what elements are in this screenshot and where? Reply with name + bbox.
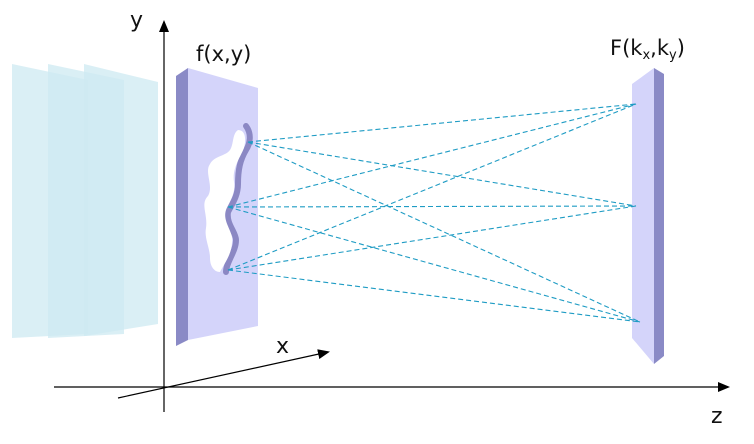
fourier-plane-side xyxy=(654,68,664,364)
ray-bundle xyxy=(227,103,641,323)
ray-line xyxy=(227,269,641,323)
fourier-label-sep: ,k xyxy=(650,36,669,60)
fourier-label-sub-x: x xyxy=(642,48,651,63)
fourier-label-prefix: F(k xyxy=(610,36,643,60)
aperture-edge xyxy=(223,123,253,275)
x-axis-line xyxy=(117,349,330,399)
ray-line xyxy=(227,205,637,271)
object-plane-label: f(x,y) xyxy=(196,42,252,66)
fourier-label-suffix: ) xyxy=(676,36,685,60)
fourier-plane xyxy=(632,68,664,364)
ray-line xyxy=(227,205,637,208)
x-axis-label: x xyxy=(276,334,290,359)
aperture-opening xyxy=(204,130,246,272)
fourier-plane-front xyxy=(632,68,654,364)
y-axis-label: y xyxy=(130,8,144,33)
ray-line xyxy=(247,141,637,207)
z-axis-label: z xyxy=(711,404,723,429)
incoming-wavefronts xyxy=(12,64,158,338)
object-plane-side xyxy=(176,68,188,346)
ray-line xyxy=(247,141,641,323)
ray-line xyxy=(227,103,637,208)
coordinate-axes xyxy=(54,20,730,412)
fourier-plane-label: F(kx,ky) xyxy=(610,36,685,63)
wavefront-plane-3 xyxy=(84,64,158,336)
ray-line xyxy=(227,103,637,271)
ray-line xyxy=(247,103,637,143)
ray-line xyxy=(227,206,641,323)
fourier-label-sub-y: y xyxy=(668,48,677,63)
